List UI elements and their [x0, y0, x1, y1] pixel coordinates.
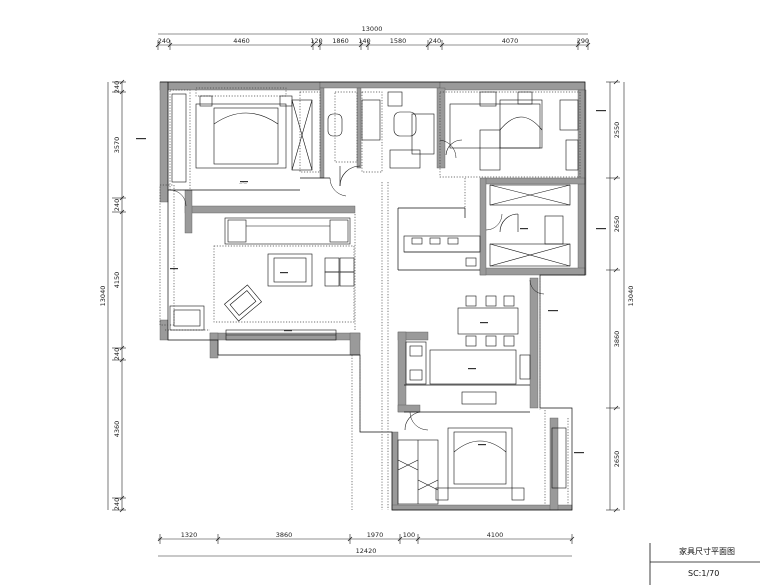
- bottom-dim-label: 4100: [487, 531, 504, 539]
- top-dim-slash: [365, 42, 371, 48]
- right-dim-slash: [613, 507, 619, 513]
- kitchen: [403, 235, 481, 267]
- living-dotted-rug: [213, 245, 355, 323]
- bottom-dim-slash: [569, 536, 575, 542]
- top-dim-label: 1580: [390, 37, 407, 45]
- bedroom-bottom: [397, 411, 567, 505]
- top-dimensions: [158, 33, 588, 46]
- bedroom-top-left: [171, 93, 313, 183]
- top-dim-label: 120: [310, 37, 322, 45]
- top-dim-label: 4070: [502, 37, 519, 45]
- bedroom-label: —·—: [239, 181, 248, 185]
- bottom-dim-label: 3860: [276, 531, 293, 539]
- right-dim-slash: [613, 405, 619, 411]
- bottom-dim-slash: [215, 536, 221, 542]
- left-dim-label: 4360: [113, 421, 121, 438]
- left-dim-slash: [119, 345, 125, 351]
- top-dim-slash: [155, 42, 161, 48]
- top-dim-slash: [585, 42, 591, 48]
- bottom-dimension-labels: 1320 3860 1970 100 4100: [157, 531, 575, 544]
- top-dim-label: 1860: [332, 37, 349, 45]
- right-dim-label: 3860: [613, 331, 621, 348]
- top-dim-label: 240: [429, 37, 441, 45]
- top-dim-slash: [425, 42, 431, 48]
- right-dimension-labels: 2550 2650 3860 2650: [606, 79, 621, 513]
- right-total-dimension: 13040: [627, 286, 635, 307]
- right-dim-label: 2550: [613, 122, 621, 139]
- left-dim-label: 240: [113, 348, 121, 360]
- bottom-dim-label: 1320: [181, 531, 198, 539]
- dining-room: [405, 295, 531, 405]
- doors: [169, 139, 545, 431]
- top-dim-label: 4460: [233, 37, 250, 45]
- right-dimensions: [609, 82, 625, 510]
- left-dim-slash: [119, 79, 125, 85]
- bottom-dim-label: 100: [403, 531, 415, 539]
- top-dimension-labels: 240 4460 120 1860 140 1580 240 4070 290: [155, 37, 591, 50]
- right-dim-label: 2650: [613, 451, 621, 468]
- bottom-total-dimension: 12420: [356, 547, 377, 555]
- top-dim-label: 240: [158, 37, 170, 45]
- walls: [159, 81, 587, 511]
- top-dim-slash: [317, 42, 323, 48]
- left-dimension-labels: 240 3570 240 4150 240 4360 240: [112, 79, 126, 513]
- bottom-dim-slash: [347, 536, 353, 542]
- annotation-marks: [136, 110, 606, 454]
- bathrooms: [327, 91, 463, 187]
- bedroom-top-right: [449, 91, 579, 171]
- top-dim-slash: [439, 42, 445, 48]
- top-dim-slash: [575, 42, 581, 48]
- top-dim-label: 290: [577, 37, 589, 45]
- left-dim-slash: [119, 195, 125, 201]
- left-dim-slash: [119, 495, 125, 501]
- bottom-dim-slash: [397, 536, 403, 542]
- right-dim-slash: [613, 175, 619, 181]
- bottom-dimensions: [158, 538, 572, 557]
- bottom-dim-label: 1970: [367, 531, 384, 539]
- room-outlines: [160, 81, 586, 511]
- left-dim-label: 4150: [113, 272, 121, 289]
- dotted-boundaries: [159, 87, 581, 510]
- bottom-dim-slash: [157, 536, 163, 542]
- drawing-title: 家具尺寸平面图: [679, 547, 735, 556]
- top-dim-label: 140: [358, 37, 370, 45]
- top-dim-slash: [310, 42, 316, 48]
- left-dim-slash: [119, 209, 125, 215]
- left-dim-slash: [119, 89, 125, 95]
- study-room: [489, 184, 571, 267]
- left-dim-label: 240: [113, 199, 121, 211]
- left-dim-slash: [119, 507, 125, 513]
- left-dim-slash: [119, 357, 125, 363]
- top-total-dimension: 13000: [362, 25, 383, 33]
- living-room: [169, 217, 355, 341]
- left-dimensions: [107, 82, 123, 510]
- drawing-scale: SC:1/70: [688, 569, 720, 578]
- left-dim-label: 3570: [113, 137, 121, 154]
- title-block-lines: [649, 543, 760, 585]
- right-dim-label: 2650: [613, 216, 621, 233]
- bottom-dim-slash: [415, 536, 421, 542]
- left-dim-label: 240: [113, 498, 121, 510]
- right-dim-slash: [613, 267, 619, 273]
- right-dim-slash: [613, 79, 619, 85]
- left-dim-label: 240: [113, 81, 121, 93]
- top-dim-slash: [167, 42, 173, 48]
- top-dim-slash: [358, 42, 364, 48]
- left-total-dimension: 13040: [99, 286, 107, 307]
